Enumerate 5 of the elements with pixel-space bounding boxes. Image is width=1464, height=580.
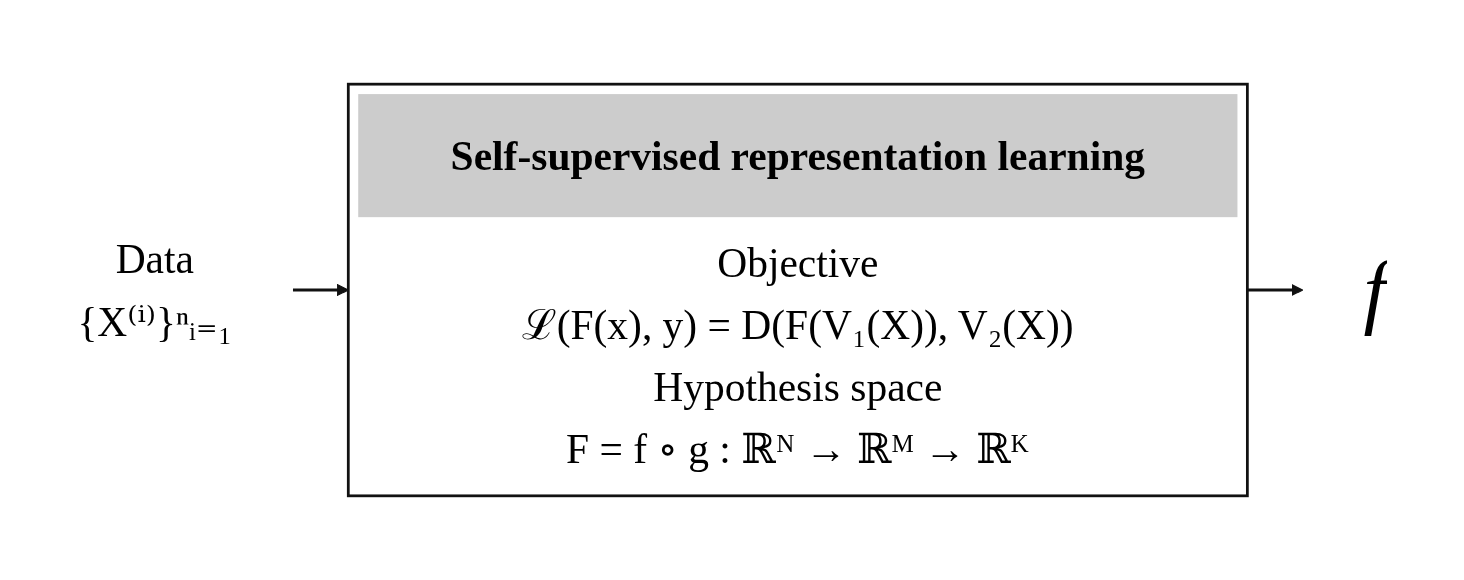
node-box: Self-supervised representation learning bbox=[358, 94, 1238, 218]
node-text: Data {X⁽ⁱ⁾}ⁿᵢ₌₁ bbox=[77, 236, 233, 344]
node-text: f bbox=[1363, 244, 1387, 336]
arrow bbox=[293, 283, 349, 297]
arrow bbox=[1247, 283, 1304, 297]
